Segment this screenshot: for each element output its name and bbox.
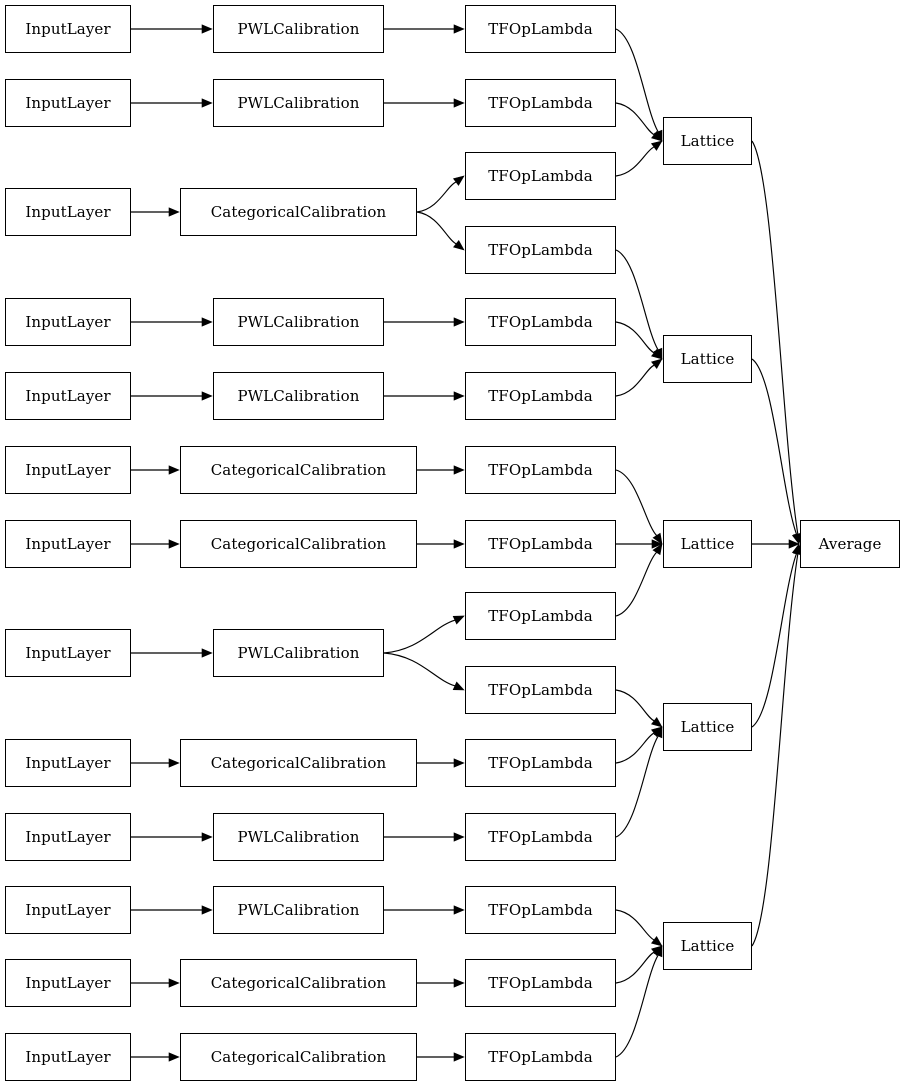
node-categorical-cal11[interactable]: CategoricalCalibration bbox=[180, 959, 417, 1007]
node-input-in2[interactable]: InputLayer bbox=[5, 188, 131, 236]
node-pwl-cal3[interactable]: PWLCalibration bbox=[213, 298, 384, 346]
node-categorical-cal12[interactable]: CategoricalCalibration bbox=[180, 1033, 417, 1081]
node-input-in9[interactable]: InputLayer bbox=[5, 813, 131, 861]
edge-in12-to-cal12 bbox=[131, 1052, 180, 1062]
node-pwl-cal10[interactable]: PWLCalibration bbox=[213, 886, 384, 934]
edge-lam5-to-lat1 bbox=[615, 358, 663, 397]
node-lambda-lam11[interactable]: TFOpLambda bbox=[465, 813, 616, 861]
edge-cal1-to-lam1 bbox=[384, 98, 465, 108]
edge-cal8-to-lam10 bbox=[417, 758, 465, 768]
node-lambda-lam1[interactable]: TFOpLambda bbox=[465, 79, 616, 127]
edge-lam3-to-lat1 bbox=[615, 249, 663, 360]
node-input-in5[interactable]: InputLayer bbox=[5, 446, 131, 494]
node-input-in11[interactable]: InputLayer bbox=[5, 959, 131, 1007]
node-average-avg[interactable]: Average bbox=[800, 520, 900, 568]
edge-in3-to-cal3 bbox=[131, 317, 213, 327]
edge-cal12-to-lam14 bbox=[417, 1052, 465, 1062]
node-input-in3[interactable]: InputLayer bbox=[5, 298, 131, 346]
node-lambda-lam3[interactable]: TFOpLambda bbox=[465, 226, 616, 274]
node-lattice-lat3[interactable]: Lattice bbox=[663, 703, 752, 751]
node-input-in10[interactable]: InputLayer bbox=[5, 886, 131, 934]
edge-lam13-to-lat4 bbox=[615, 945, 663, 984]
node-categorical-cal5[interactable]: CategoricalCalibration bbox=[180, 446, 417, 494]
edge-in5-to-cal5 bbox=[131, 465, 180, 475]
node-lattice-lat4[interactable]: Lattice bbox=[663, 922, 752, 970]
edge-lat0-to-avg bbox=[751, 140, 803, 545]
node-categorical-cal8[interactable]: CategoricalCalibration bbox=[180, 739, 417, 787]
node-lambda-lam8[interactable]: TFOpLambda bbox=[465, 592, 616, 640]
edge-lam0-to-lat0 bbox=[615, 28, 663, 142]
node-lambda-lam13[interactable]: TFOpLambda bbox=[465, 959, 616, 1007]
edge-cal9-to-lam11 bbox=[384, 832, 465, 842]
node-input-in1[interactable]: InputLayer bbox=[5, 79, 131, 127]
node-lambda-lam7[interactable]: TFOpLambda bbox=[465, 520, 616, 568]
edge-cal3-to-lam4 bbox=[384, 317, 465, 327]
edge-in0-to-cal0 bbox=[130, 24, 213, 34]
edge-lat2-to-avg bbox=[752, 539, 800, 549]
edge-in9-to-cal9 bbox=[131, 832, 213, 842]
node-input-in12[interactable]: InputLayer bbox=[5, 1033, 131, 1081]
edge-in10-to-cal10 bbox=[130, 905, 213, 915]
edge-in6-to-cal6 bbox=[131, 539, 180, 549]
edge-cal7-to-lam9 bbox=[383, 652, 465, 691]
edge-lam14-to-lat4 bbox=[615, 945, 663, 1058]
node-categorical-cal2[interactable]: CategoricalCalibration bbox=[180, 188, 417, 236]
node-pwl-cal1[interactable]: PWLCalibration bbox=[213, 79, 384, 127]
node-lattice-lat0[interactable]: Lattice bbox=[663, 117, 752, 165]
edge-lam8-to-lat2 bbox=[615, 543, 663, 617]
node-lambda-lam4[interactable]: TFOpLambda bbox=[465, 298, 616, 346]
edge-lam12-to-lat4 bbox=[615, 909, 663, 947]
node-lambda-lam5[interactable]: TFOpLambda bbox=[465, 372, 616, 420]
node-lattice-lat2[interactable]: Lattice bbox=[663, 520, 752, 568]
node-categorical-cal6[interactable]: CategoricalCalibration bbox=[180, 520, 417, 568]
edge-in1-to-cal1 bbox=[131, 98, 213, 108]
node-lambda-lam9[interactable]: TFOpLambda bbox=[465, 666, 616, 714]
node-input-in0[interactable]: InputLayer bbox=[5, 5, 131, 53]
node-pwl-cal0[interactable]: PWLCalibration bbox=[213, 5, 384, 53]
edge-lam9-to-lat3 bbox=[615, 689, 663, 728]
node-lambda-lam2[interactable]: TFOpLambda bbox=[465, 152, 616, 200]
edge-lat4-to-avg bbox=[751, 543, 803, 947]
node-lambda-lam10[interactable]: TFOpLambda bbox=[465, 739, 616, 787]
edge-lam10-to-lat3 bbox=[615, 726, 663, 764]
edge-lam1-to-lat0 bbox=[615, 102, 663, 142]
edge-in4-to-cal4 bbox=[130, 391, 213, 401]
node-lattice-lat1[interactable]: Lattice bbox=[663, 335, 752, 383]
edge-cal0-to-lam0 bbox=[384, 24, 465, 34]
node-lambda-lam0[interactable]: TFOpLambda bbox=[465, 5, 616, 53]
node-lambda-lam6[interactable]: TFOpLambda bbox=[465, 446, 616, 494]
node-pwl-cal7[interactable]: PWLCalibration bbox=[213, 629, 384, 677]
node-input-in7[interactable]: InputLayer bbox=[5, 629, 131, 677]
edge-lat3-to-avg bbox=[751, 543, 801, 728]
edge-cal5-to-lam6 bbox=[417, 465, 465, 475]
edge-cal4-to-lam5 bbox=[383, 391, 465, 401]
edge-cal2-to-lam2 bbox=[416, 175, 465, 213]
edge-lam2-to-lat0 bbox=[615, 140, 663, 177]
node-input-in8[interactable]: InputLayer bbox=[5, 739, 131, 787]
edge-cal11-to-lam13 bbox=[417, 978, 465, 988]
edge-in7-to-cal7 bbox=[131, 648, 213, 658]
edge-in8-to-cal8 bbox=[131, 758, 180, 768]
node-pwl-cal4[interactable]: PWLCalibration bbox=[213, 372, 384, 420]
edge-in2-to-cal2 bbox=[131, 207, 180, 217]
edge-lam7-to-lat2 bbox=[616, 539, 663, 549]
edge-lat1-to-avg bbox=[751, 358, 801, 545]
edge-lam4-to-lat1 bbox=[615, 321, 663, 360]
edge-cal10-to-lam12 bbox=[383, 905, 465, 915]
edge-lam11-to-lat3 bbox=[615, 726, 663, 838]
node-lambda-lam14[interactable]: TFOpLambda bbox=[465, 1033, 616, 1081]
edge-cal2-to-lam3 bbox=[416, 211, 465, 251]
node-input-in4[interactable]: InputLayer bbox=[5, 372, 131, 420]
node-pwl-cal9[interactable]: PWLCalibration bbox=[213, 813, 384, 861]
edge-in11-to-cal11 bbox=[131, 978, 180, 988]
edge-lam6-to-lat2 bbox=[615, 469, 663, 545]
edge-cal7-to-lam8 bbox=[383, 615, 465, 654]
node-input-in6[interactable]: InputLayer bbox=[5, 520, 131, 568]
edge-cal6-to-lam7 bbox=[417, 539, 465, 549]
node-lambda-lam12[interactable]: TFOpLambda bbox=[465, 886, 616, 934]
